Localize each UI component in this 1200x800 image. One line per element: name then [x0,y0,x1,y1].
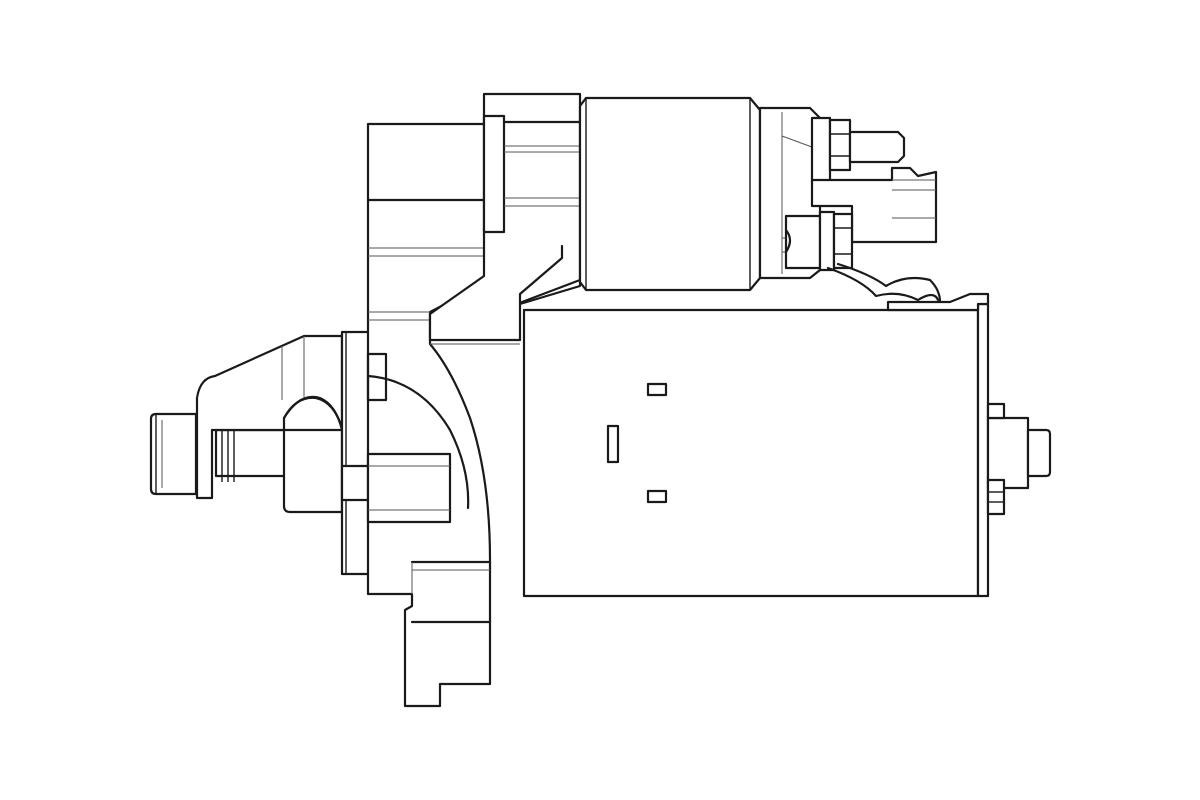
motor-housing [522,292,990,598]
solenoid-body [578,96,762,292]
lever-housing [428,92,582,342]
connecting-cable [826,262,942,304]
main-terminal-stud [810,116,906,184]
pinion-shaft [149,412,296,496]
drive-end-housing [366,122,520,708]
lower-terminal-stud [784,210,854,272]
drive-end-nose [195,334,344,514]
terminal-connector [810,166,938,244]
commutator-end-cap [986,402,1052,516]
